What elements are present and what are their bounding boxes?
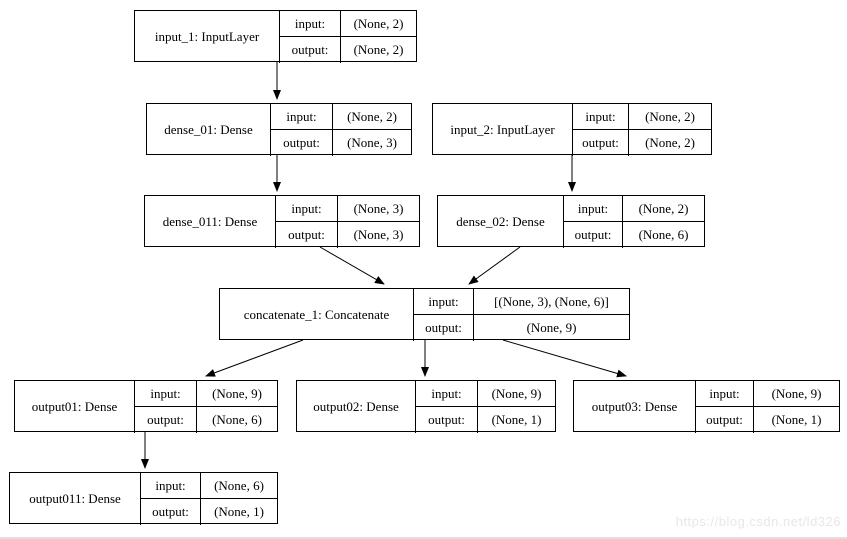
output-key: output: xyxy=(280,37,341,63)
node-label: output03: Dense xyxy=(574,381,696,433)
output-key: output: xyxy=(573,130,629,156)
output-key: output: xyxy=(564,222,623,248)
output-shape: (None, 3) xyxy=(353,227,404,242)
node-label: dense_01: Dense xyxy=(147,104,271,156)
node-dense_011: dense_011: Dense input: (None, 3) output… xyxy=(144,195,420,248)
input-shape: (None, 9) xyxy=(197,381,277,407)
input-shape: (None, 6) xyxy=(201,473,277,499)
node-label: concatenate_1: Concatenate xyxy=(220,289,414,341)
node-output03: output03: Dense input: (None, 9) output:… xyxy=(573,380,840,433)
node-label: output011: Dense xyxy=(10,473,141,525)
input-shape: (None, 9) xyxy=(478,381,555,407)
input-key: input: xyxy=(416,381,478,407)
node-label: input_1: InputLayer xyxy=(135,11,280,63)
node-input_2: input_2: InputLayer input: (None, 2) out… xyxy=(432,103,712,156)
output-shape: (None, 1) xyxy=(214,504,264,519)
output-shape: (None, 1) xyxy=(771,412,822,427)
output-key: output: xyxy=(696,407,754,433)
input-key: input: xyxy=(271,104,333,130)
input-key: input: xyxy=(135,381,197,407)
node-label: output01: Dense xyxy=(15,381,135,433)
node-output02: output02: Dense input: (None, 9) output:… xyxy=(296,380,556,433)
input-shape: (None, 2) xyxy=(341,11,416,37)
edge-concatenate_1-output03 xyxy=(502,339,627,378)
output-shape: (None, 3) xyxy=(347,135,397,150)
output-shape: (None, 2) xyxy=(645,135,695,150)
input-key: input: xyxy=(564,196,623,222)
output-shape: (None, 6) xyxy=(212,412,262,427)
node-label: output02: Dense xyxy=(297,381,416,433)
input-shape: (None, 2) xyxy=(333,104,411,130)
input-shape: (None, 2) xyxy=(629,104,711,130)
output-key: output: xyxy=(141,499,201,525)
input-key: input: xyxy=(141,473,201,499)
output-key: output: xyxy=(414,315,474,341)
input-shape: (None, 3) xyxy=(338,196,419,222)
node-output011: output011: Dense input: (None, 6) output… xyxy=(9,472,278,525)
input-key: input: xyxy=(573,104,629,130)
output-key: output: xyxy=(276,222,338,248)
node-label: dense_011: Dense xyxy=(145,196,276,248)
node-label: input_2: InputLayer xyxy=(433,104,573,156)
output-shape: (None, 9) xyxy=(526,320,577,335)
input-shape: [(None, 3), (None, 6)] xyxy=(474,289,629,315)
input-key: input: xyxy=(696,381,754,407)
csdn-watermark: https://blog.csdn.net/ld326 xyxy=(675,514,841,529)
edge-dense_011-concatenate_1 xyxy=(319,246,385,285)
edge-concatenate_1-output01 xyxy=(205,339,304,377)
node-input_1: input_1: InputLayer input: (None, 2) out… xyxy=(134,10,417,63)
node-dense_01: dense_01: Dense input: (None, 2) output:… xyxy=(146,103,412,156)
node-dense_02: dense_02: Dense input: (None, 2) output:… xyxy=(437,195,705,248)
input-key: input: xyxy=(414,289,474,315)
node-concatenate_1: concatenate_1: Concatenate input: [(None… xyxy=(219,288,630,341)
output-shape: (None, 2) xyxy=(353,42,404,57)
node-label: dense_02: Dense xyxy=(438,196,564,248)
input-shape: (None, 9) xyxy=(754,381,839,407)
input-shape: (None, 2) xyxy=(623,196,704,222)
input-key: input: xyxy=(280,11,341,37)
output-key: output: xyxy=(271,130,333,156)
output-shape: (None, 1) xyxy=(491,412,542,427)
node-output01: output01: Dense input: (None, 9) output:… xyxy=(14,380,278,433)
input-key: input: xyxy=(276,196,338,222)
output-shape: (None, 6) xyxy=(638,227,689,242)
output-key: output: xyxy=(416,407,478,433)
edge-dense_02-concatenate_1 xyxy=(468,246,521,285)
output-key: output: xyxy=(135,407,197,433)
